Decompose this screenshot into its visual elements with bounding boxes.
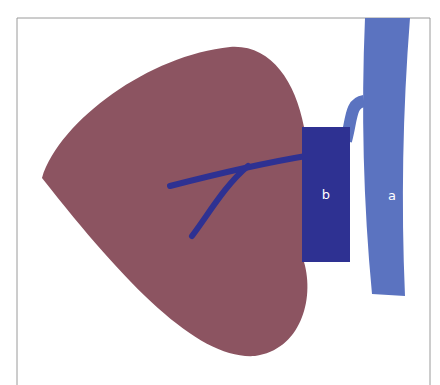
- part-letter: a: [388, 188, 396, 204]
- vessel-branch: [170, 156, 306, 186]
- band-outline: [355, 18, 411, 298]
- part-letter: b: [322, 187, 330, 203]
- frame: [17, 18, 430, 385]
- vessel-band: a: [355, 18, 411, 298]
- vein-segment: b: [302, 127, 350, 262]
- liver: [42, 47, 307, 356]
- vessel-branch: [192, 166, 248, 236]
